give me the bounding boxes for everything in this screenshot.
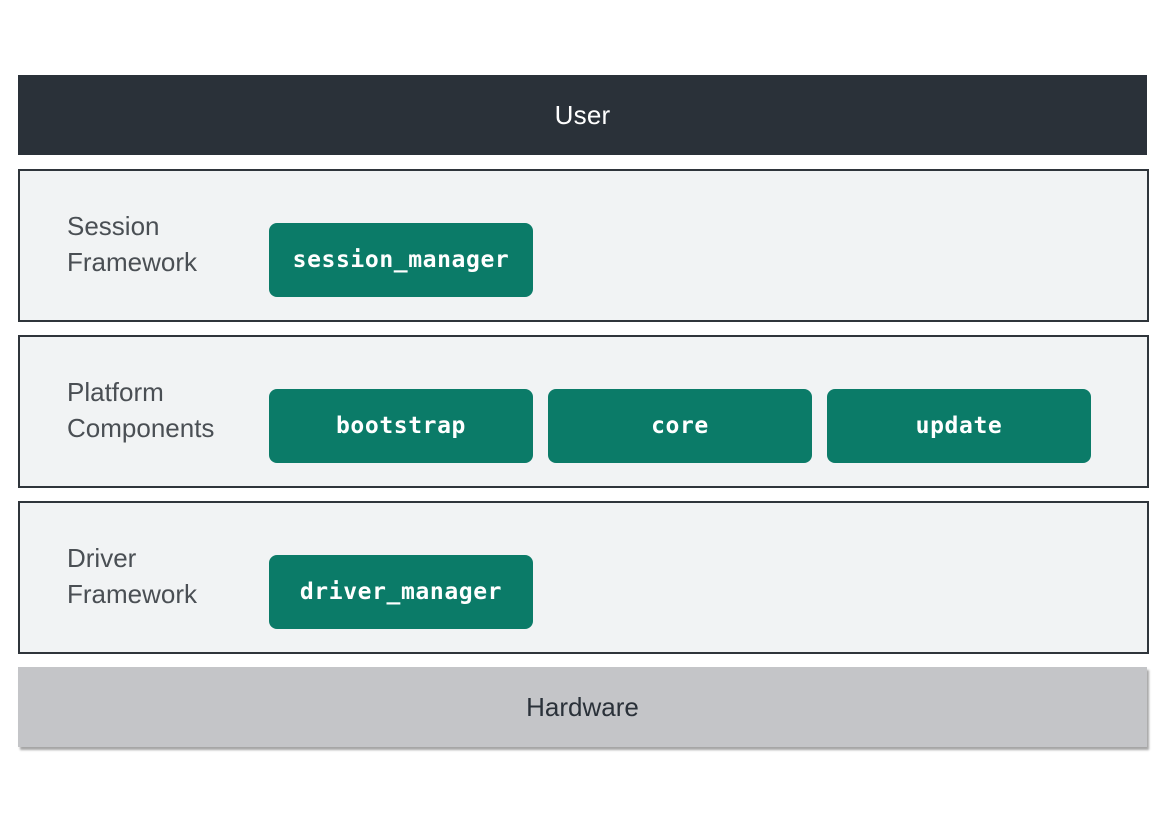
driver-framework-label: Driver Framework <box>67 540 257 612</box>
component-bootstrap: bootstrap <box>269 389 533 463</box>
component-core: core <box>548 389 812 463</box>
hardware-layer: Hardware <box>18 667 1147 747</box>
driver-framework-layer: Driver Framework driver_manager <box>18 501 1149 654</box>
user-label: User <box>554 99 611 130</box>
platform-components-label: Platform Components <box>67 374 257 446</box>
session-framework-label-line2: Framework <box>67 247 198 277</box>
session-framework-layer: Session Framework session_manager <box>18 169 1149 322</box>
user-layer: User <box>18 75 1147 155</box>
component-update: update <box>827 389 1091 463</box>
platform-components-layer: Platform Components bootstrap core updat… <box>18 335 1149 488</box>
driver-framework-label-line1: Driver <box>67 543 137 573</box>
driver-framework-label-line2: Framework <box>67 579 198 609</box>
session-framework-label-line1: Session <box>67 211 160 241</box>
hardware-label: Hardware <box>526 691 639 722</box>
platform-components-label-line1: Platform <box>67 377 164 407</box>
platform-components-label-line2: Components <box>67 413 215 443</box>
component-session-manager: session_manager <box>269 223 533 297</box>
session-framework-label: Session Framework <box>67 208 257 280</box>
component-driver-manager: driver_manager <box>269 555 533 629</box>
